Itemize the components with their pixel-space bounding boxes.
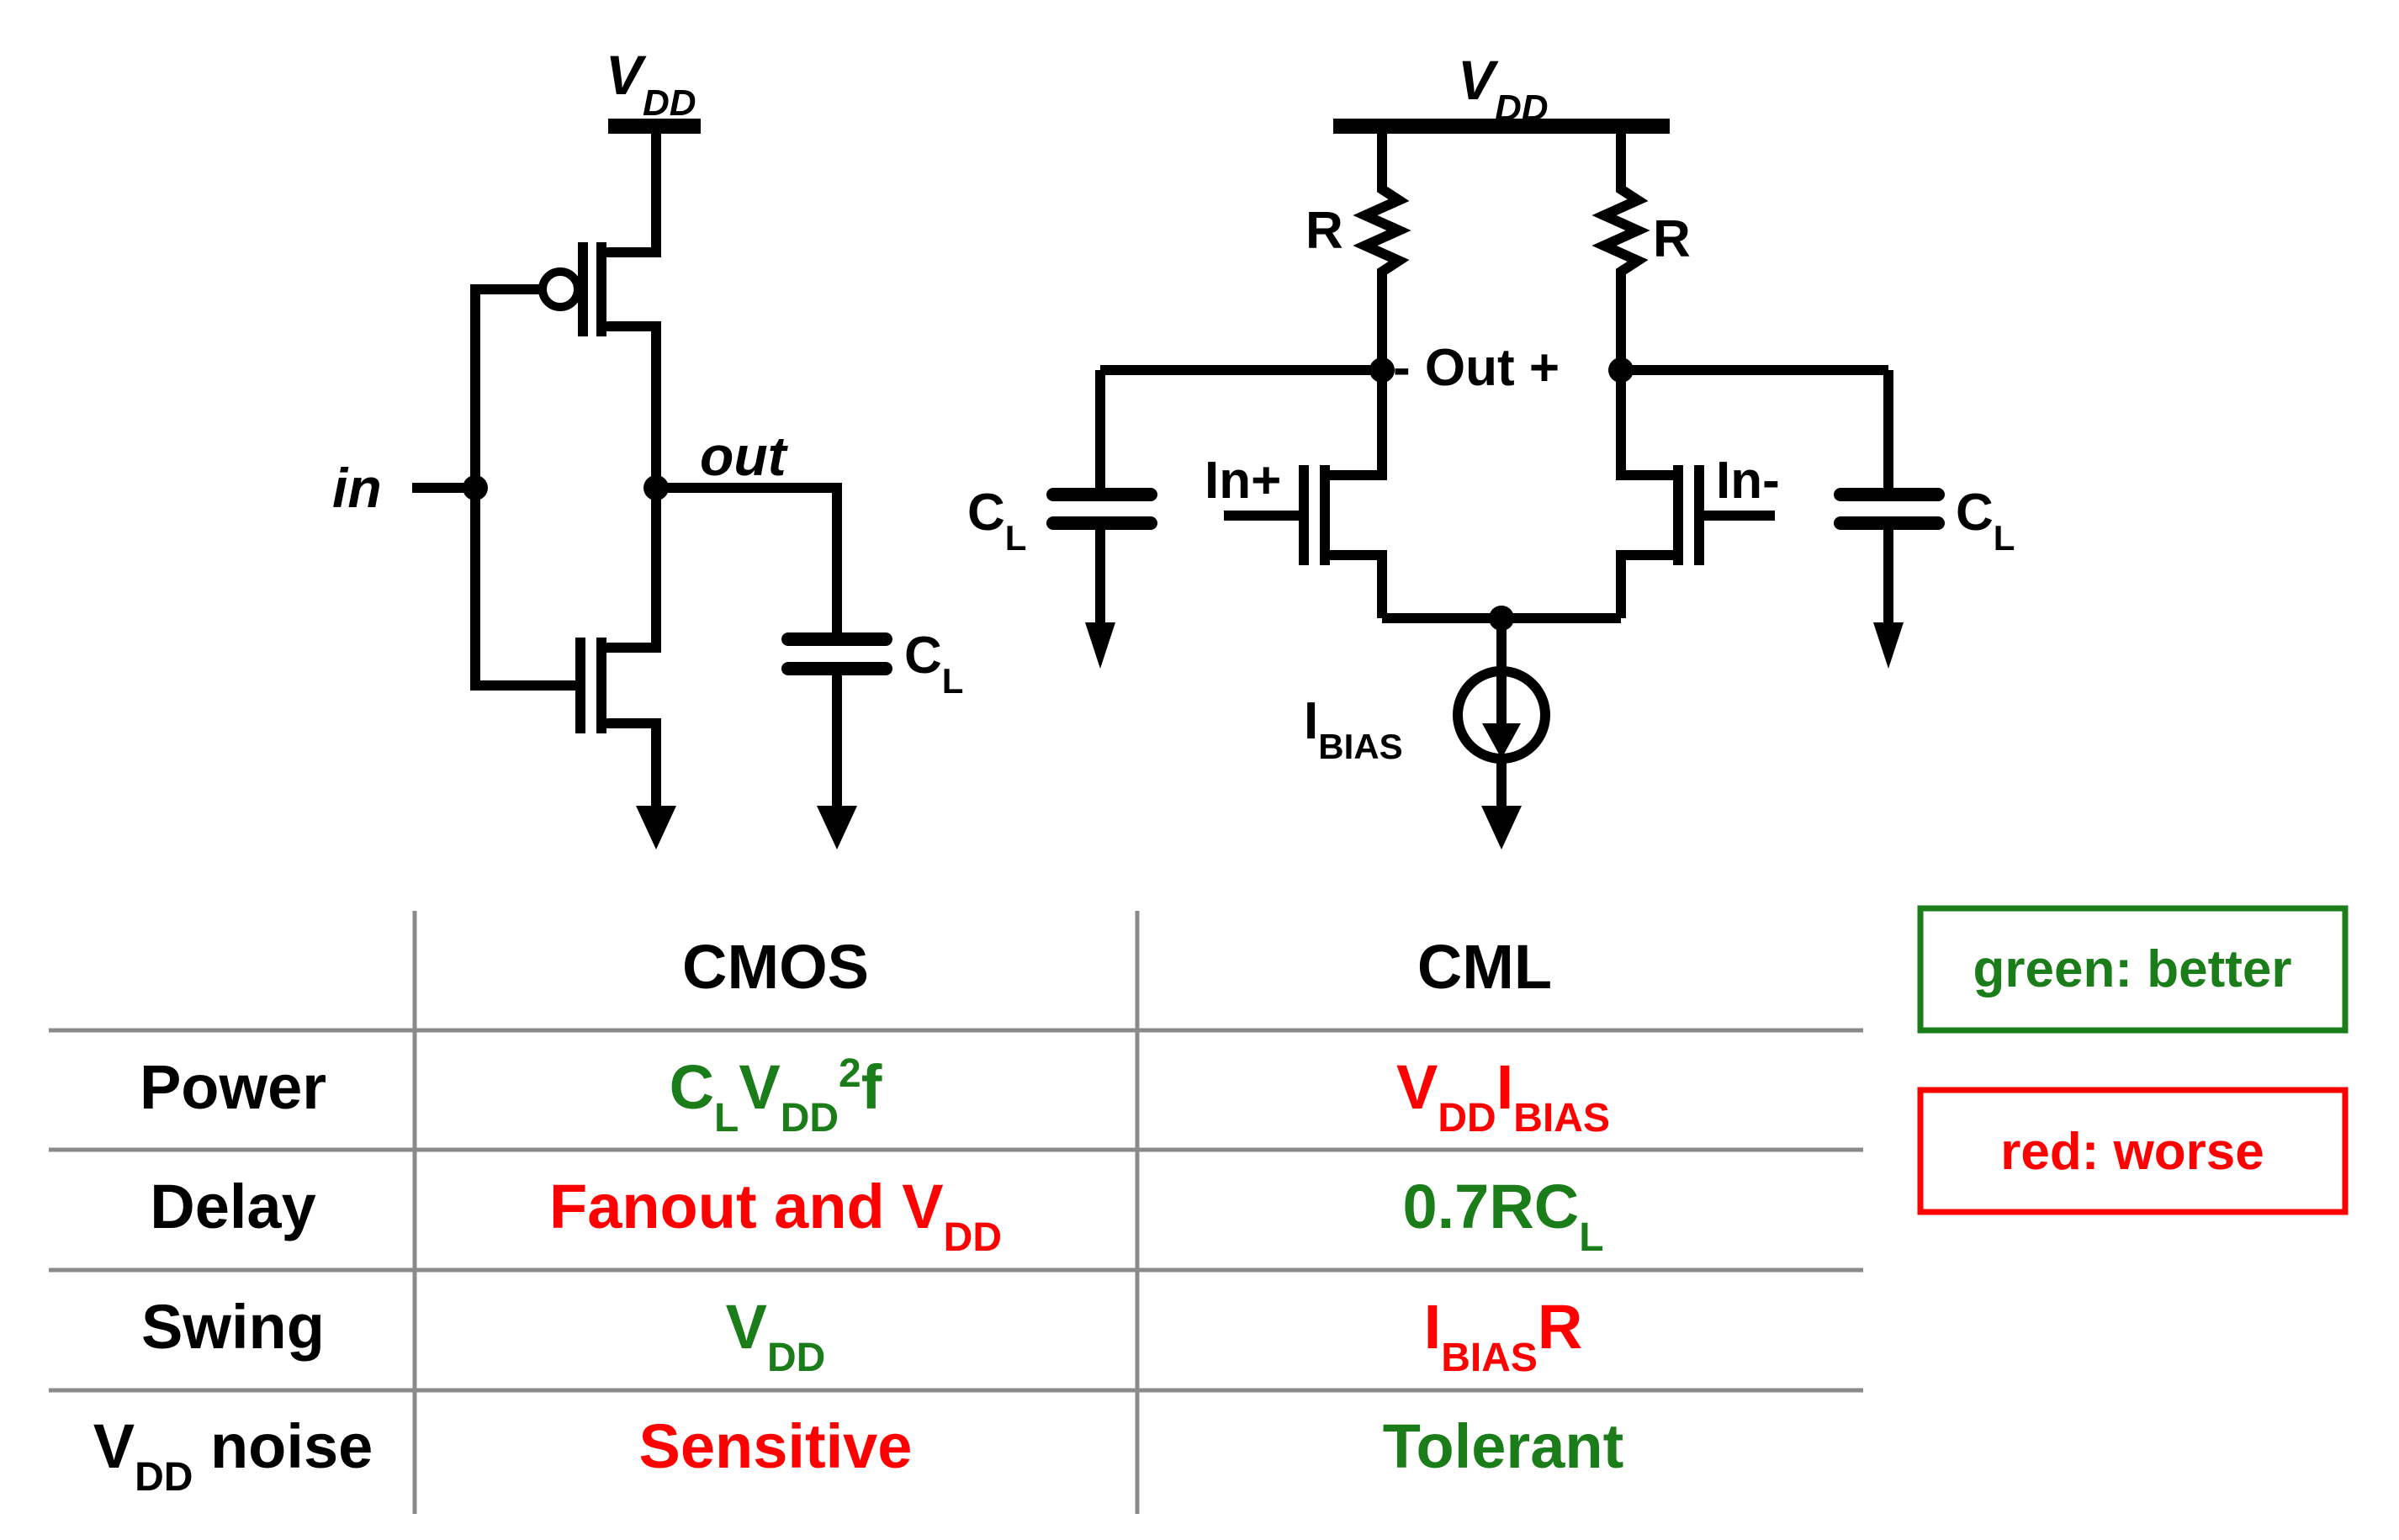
left-resistor-label: R	[1305, 202, 1343, 260]
power-cml-value: VDDIBIAS	[1396, 1052, 1610, 1140]
header-cml: CML	[1417, 932, 1552, 1002]
ibias-label: IBIAS	[1304, 692, 1403, 766]
in-minus-label: In-	[1716, 452, 1780, 510]
left-transistor-drain	[1320, 370, 1387, 618]
in-plus-label: In+	[1205, 452, 1281, 510]
left-cap-ground-arrow	[1085, 622, 1115, 669]
row-label-vdd-noise: VDD noise	[93, 1411, 373, 1500]
cmos-inverter-schematic: VDD in out CL	[332, 44, 963, 849]
comparison-table: CMOS CML Power CLVDD2f VDDIBIAS Delay Fa…	[49, 911, 1863, 1514]
right-resistor-label: R	[1653, 210, 1691, 268]
row-label-delay: Delay	[150, 1172, 315, 1241]
row-label-power: Power	[140, 1052, 326, 1122]
cmos-vdd-label: VDD	[606, 44, 696, 124]
right-resistor	[1591, 126, 1650, 370]
left-load-capacitor: CL	[967, 370, 1157, 669]
pmos-gate-bubble	[538, 267, 582, 311]
pmos-transistor	[475, 126, 661, 488]
legend-worse-text: red: worse	[2000, 1123, 2264, 1181]
legend-better-box	[1917, 905, 2349, 1034]
legend-better-text: green: better	[1973, 940, 2292, 998]
nmos-drain-wire	[596, 488, 661, 809]
power-cmos-value: CLVDD2f	[670, 1051, 882, 1140]
cap-ground-arrow	[817, 806, 857, 849]
legend-worse-box	[1917, 1087, 2349, 1215]
output-label: out	[700, 425, 789, 487]
current-source-arrow-head	[1482, 723, 1521, 759]
tail-ground-arrow	[1481, 806, 1522, 849]
cml-vdd-label: VDD	[1458, 49, 1549, 129]
left-cl-label: CL	[967, 484, 1026, 558]
noise-cml-value: Tolerant	[1383, 1411, 1623, 1481]
bias-current-source: IBIAS	[1304, 666, 1550, 809]
noise-cmos-value: Sensitive	[639, 1411, 913, 1481]
right-transistor-drain	[1616, 370, 1683, 618]
nmos-ground-arrow	[636, 806, 676, 849]
cml-buffer-schematic: VDD R R - Out + In+ In-	[967, 49, 2015, 849]
left-resistor	[1353, 126, 1411, 370]
cmos-cl-label: CL	[904, 627, 963, 701]
input-node-dot	[463, 475, 488, 500]
input-label: in	[332, 457, 382, 519]
pmos-source-wire	[596, 126, 661, 488]
output-node-dot	[643, 475, 669, 500]
output-wire	[656, 483, 842, 632]
cmos-load-capacitor: CL	[781, 627, 963, 809]
row-label-swing: Swing	[141, 1292, 325, 1362]
legend: green: better red: worse	[1917, 905, 2349, 1215]
differential-output-label: - Out +	[1393, 339, 1560, 397]
delay-cmos-value: Fanout and VDD	[549, 1172, 1002, 1260]
delay-cml-value: 0.7RCL	[1402, 1172, 1603, 1260]
left-input-transistor: In+	[1205, 370, 1387, 618]
right-cap-ground-arrow	[1873, 622, 1904, 669]
right-input-transistor: In-	[1616, 370, 1780, 618]
swing-cmos-value: VDD	[726, 1292, 826, 1380]
swing-cml-value: IBIASR	[1424, 1292, 1583, 1380]
nmos-transistor	[475, 488, 661, 809]
header-cmos: CMOS	[682, 932, 869, 1002]
right-load-capacitor: CL	[1834, 370, 2015, 669]
right-cl-label: CL	[1956, 484, 2015, 558]
